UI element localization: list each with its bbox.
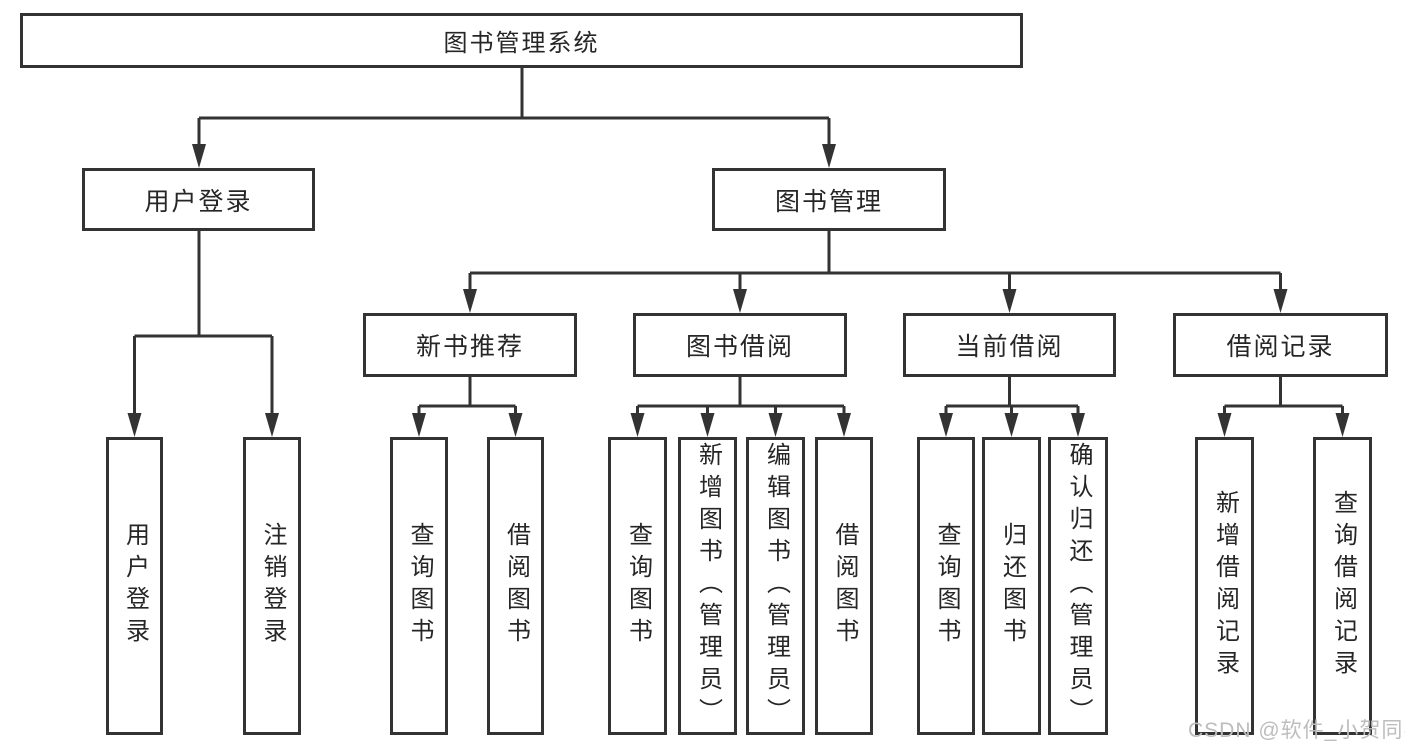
leaf-return-book: 归还图书 bbox=[982, 437, 1041, 735]
leaf-label: 查询借阅记录 bbox=[1329, 490, 1357, 682]
leaf-edit-book-admin: 编辑图书（管理员） bbox=[746, 437, 805, 735]
node-book-management: 图书管理 bbox=[712, 168, 946, 231]
leaf-logout: 注销登录 bbox=[243, 437, 301, 735]
leaf-label: 查询图书 bbox=[624, 522, 652, 650]
node-user-login: 用户登录 bbox=[82, 168, 315, 231]
leaf-label: 借阅图书 bbox=[831, 522, 858, 650]
csdn-watermark: CSDN @软件_小贺同学 bbox=[1188, 719, 1405, 742]
leaf-confirm-return-admin: 确认归还（管理员） bbox=[1048, 437, 1108, 735]
leaf-label: 编辑图书（管理员） bbox=[762, 442, 790, 730]
leaf-label: 借阅图书 bbox=[502, 522, 530, 650]
leaf-label: 注销登录 bbox=[259, 522, 286, 650]
leaf-label: 查询图书 bbox=[933, 522, 960, 650]
node-new-book-recommend: 新书推荐 bbox=[363, 313, 577, 377]
node-root-system: 图书管理系统 bbox=[20, 13, 1023, 68]
leaf-borrow-book: 借阅图书 bbox=[815, 437, 873, 735]
node-borrow-record: 借阅记录 bbox=[1173, 313, 1388, 377]
leaf-user-login: 用户登录 bbox=[106, 437, 163, 735]
arrowheads bbox=[127, 144, 1350, 437]
node-current-borrow: 当前借阅 bbox=[903, 313, 1116, 377]
leaf-label: 新增借阅记录 bbox=[1211, 490, 1239, 682]
leaf-query-book-borrow: 查询图书 bbox=[608, 437, 667, 735]
leaf-label: 新增图书（管理员） bbox=[694, 442, 722, 730]
leaf-label: 用户登录 bbox=[121, 522, 149, 650]
leaf-label: 查询图书 bbox=[406, 522, 433, 650]
leaf-query-book-recommend: 查询图书 bbox=[390, 437, 448, 735]
leaf-label: 归还图书 bbox=[998, 522, 1026, 650]
leaf-label: 确认归还（管理员） bbox=[1065, 442, 1092, 730]
leaf-query-borrow-record: 查询借阅记录 bbox=[1313, 437, 1372, 735]
leaf-add-book-admin: 新增图书（管理员） bbox=[678, 437, 737, 735]
node-book-borrow: 图书借阅 bbox=[633, 313, 847, 377]
leaf-add-borrow-record: 新增借阅记录 bbox=[1195, 437, 1254, 735]
leaf-borrow-book-recommend: 借阅图书 bbox=[487, 437, 544, 735]
leaf-query-book-current: 查询图书 bbox=[917, 437, 975, 735]
